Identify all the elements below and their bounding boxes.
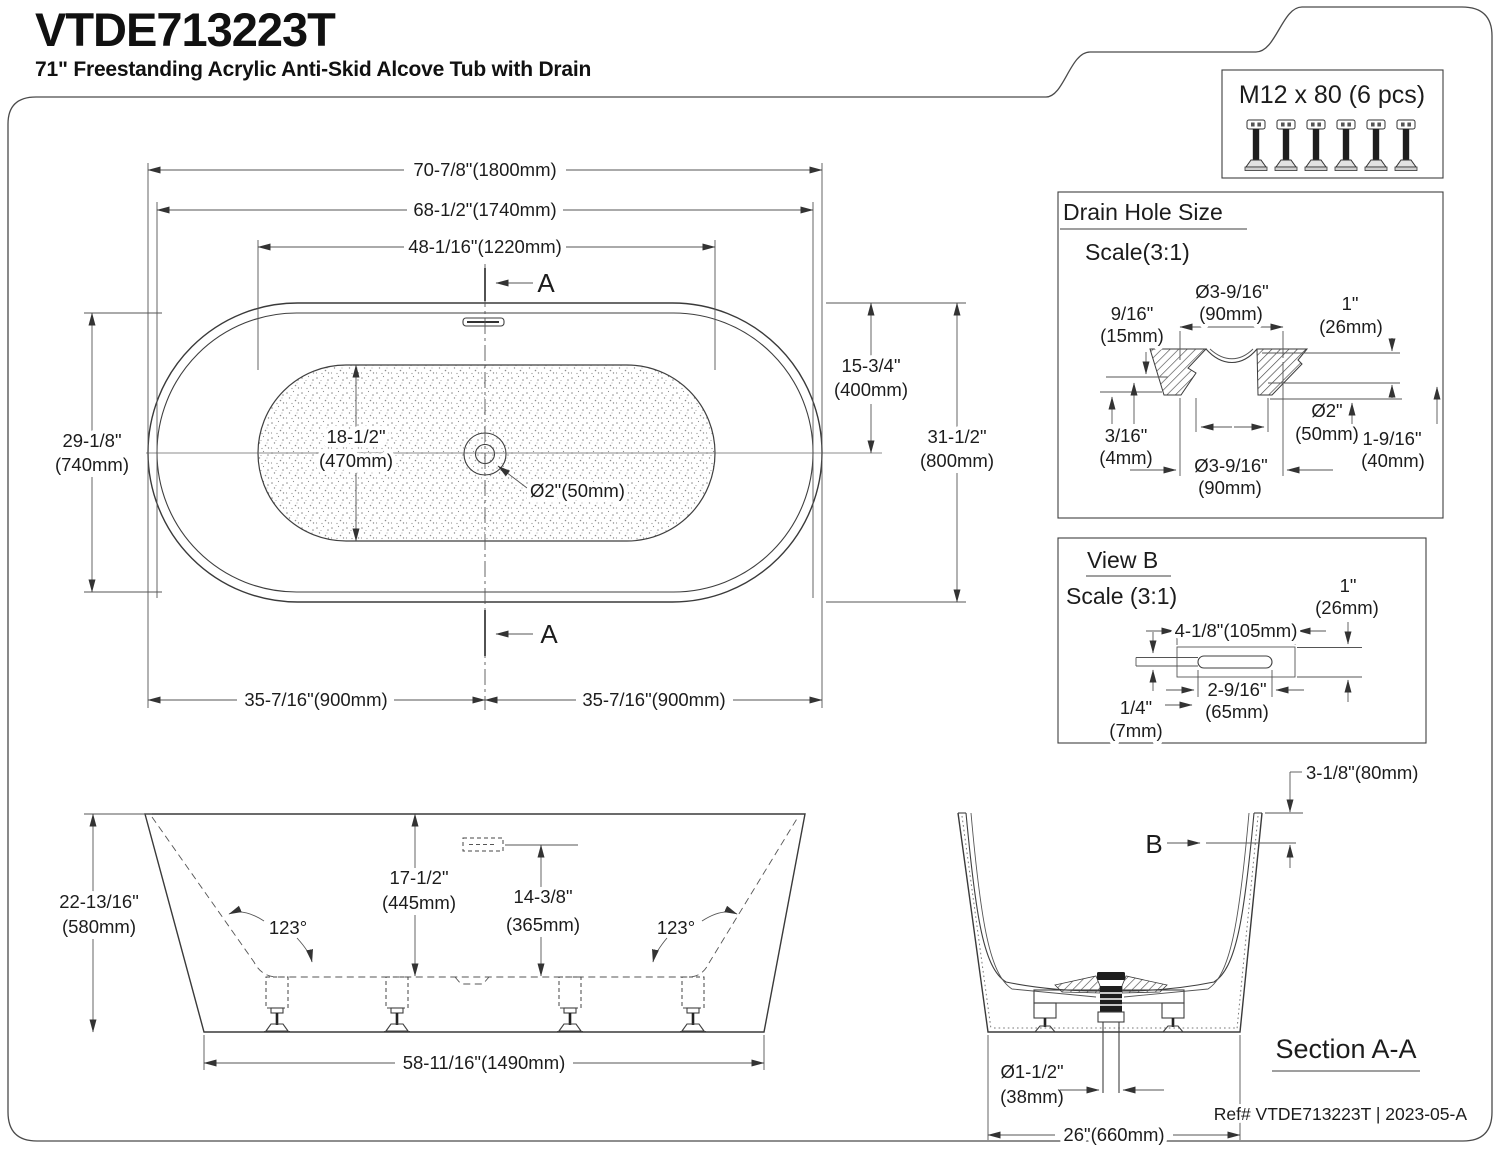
drain-funnel-right	[1121, 975, 1168, 994]
overflow-slot	[462, 317, 505, 327]
drain-nut	[1097, 1011, 1125, 1023]
dim-below-mm: (40mm)	[1361, 450, 1425, 471]
hardware-label: M12 x 80 (6 pcs)	[1239, 81, 1425, 109]
section-view: B 3-1/8"(80mm) Ø1-1/2" (38mm) 26"(660mm)…	[957, 758, 1470, 1149]
dim-rim-width-in: 29-1/8"	[62, 430, 121, 451]
dim-rim-to-floor-mm: (445mm)	[382, 892, 456, 913]
dim-height-in: 22-13/16"	[59, 891, 139, 912]
drain-detail-title: Drain Hole Size	[1063, 199, 1223, 225]
page-subtitle: 71" Freestanding Acrylic Anti-Skid Alcov…	[35, 57, 592, 81]
dim-thick-in: 1/4"	[1120, 697, 1152, 718]
dim-pipe-mm: (38mm)	[1000, 1086, 1064, 1107]
dim-thick-mm: (7mm)	[1109, 720, 1162, 741]
dim-drain-dia: Ø2"(50mm)	[530, 480, 625, 501]
sheet-border	[7, 6, 1493, 1142]
drain-cap	[1097, 972, 1125, 980]
view-b-box: View B Scale (3:1) 4-1/8"(105mm) 1" (26m…	[1057, 537, 1427, 745]
dim-view-b-length: 4-1/8"(105mm)	[1175, 620, 1298, 641]
section-title: Section A-A	[1275, 1034, 1416, 1064]
view-b-title: View B	[1087, 547, 1158, 573]
foot-3	[557, 976, 583, 1033]
dim-pipe-in: Ø1-1/2"	[1000, 1061, 1063, 1082]
dim-basin-width-mm: (470mm)	[319, 450, 393, 471]
front-view: 22-13/16" (580mm) 123° 123° 17-1/2" (445…	[55, 813, 806, 1077]
drain-detail-box: Drain Hole Size Scale(3:1) Ø3-9/16" (90m…	[1057, 191, 1444, 519]
dim-half-left: 35-7/16"(900mm)	[244, 689, 387, 710]
tub-front-outline	[144, 813, 806, 1033]
dim-overall-length: 70-7/8"(1800mm)	[413, 159, 556, 180]
dim-thickness-in: 3/16"	[1105, 425, 1148, 446]
dim-view-b-height-in: 1"	[1340, 575, 1357, 596]
hardware-box: M12 x 80 (6 pcs)	[1221, 69, 1444, 179]
dim-top-dia-mm: (90mm)	[1199, 303, 1263, 324]
view-b-letter: B	[1145, 829, 1162, 859]
dim-basin-width-in: 18-1/2"	[326, 426, 385, 447]
overflow-hidden	[462, 837, 504, 852]
dim-lip-mm: (15mm)	[1100, 325, 1164, 346]
dim-center-offset-mm: (400mm)	[834, 379, 908, 400]
bolt-icons	[1244, 119, 1418, 171]
foot-2	[384, 976, 410, 1033]
dim-center-offset-in: 15-3/4"	[841, 355, 900, 376]
dim-depth-mm: (26mm)	[1319, 316, 1383, 337]
section-a-letter-top: A	[537, 268, 555, 298]
dim-rim-length: 68-1/2"(1740mm)	[413, 199, 556, 220]
dim-thickness-mm: (4mm)	[1099, 447, 1152, 468]
overflow-slot-detail	[1197, 655, 1273, 669]
dim-overflow-h-in: 14-3/8"	[513, 886, 572, 907]
flange-right	[1256, 348, 1309, 396]
dim-slot-in: 2-9/16"	[1207, 679, 1266, 700]
drain-detail-scale: Scale(3:1)	[1085, 239, 1190, 265]
dim-top-dia-in: Ø3-9/16"	[1195, 281, 1268, 302]
dim-slot-mm: (65mm)	[1205, 701, 1269, 722]
flange-left	[1149, 348, 1208, 396]
dim-basin-length: 48-1/16"(1220mm)	[408, 236, 562, 257]
dim-bottom-dia-in: Ø3-9/16"	[1194, 455, 1267, 476]
drain-funnel-left	[1054, 975, 1101, 994]
angle-right: 123°	[657, 917, 695, 938]
angle-left: 123°	[269, 917, 307, 938]
page-title: VTDE713223T	[35, 3, 336, 56]
tub-front-inner-hidden	[151, 816, 799, 978]
foot-4	[680, 976, 706, 1033]
dim-overall-width-in: 31-1/2"	[927, 426, 986, 447]
dim-rim-to-floor-in: 17-1/2"	[389, 867, 448, 888]
section-outline	[957, 812, 1263, 1033]
dim-feet-span: 58-11/16"(1490mm)	[403, 1052, 566, 1073]
view-b-scale: Scale (3:1)	[1066, 583, 1177, 609]
dim-lip-in: 9/16"	[1111, 303, 1154, 324]
dim-rim-width-mm: (740mm)	[55, 454, 129, 475]
rim-bar	[1176, 646, 1296, 678]
dim-height-mm: (580mm)	[62, 916, 136, 937]
plan-view: 70-7/8"(1800mm) 68-1/2"(1740mm) 48-1/16"…	[51, 155, 998, 714]
title-block: VTDE713223T 71" Freestanding Acrylic Ant…	[35, 4, 591, 82]
dim-rim-thickness: 3-1/8"(80mm)	[1306, 762, 1418, 783]
dim-half-right: 35-7/16"(900mm)	[582, 689, 725, 710]
dim-base-width: 26"(660mm)	[1063, 1124, 1164, 1145]
dim-overall-width-mm: (800mm)	[920, 450, 994, 471]
dim-hole-dia-in: Ø2"	[1311, 400, 1342, 421]
ref-number: Ref# VTDE713223T | 2023-05-A	[1214, 1104, 1468, 1124]
foot-1	[264, 976, 290, 1033]
section-a-letter-bottom: A	[540, 619, 558, 649]
dim-hole-dia-mm: (50mm)	[1295, 423, 1359, 444]
dim-bottom-dia-mm: (90mm)	[1198, 477, 1262, 498]
dim-overflow-h-mm: (365mm)	[506, 914, 580, 935]
dim-below-in: 1-9/16"	[1362, 428, 1421, 449]
dim-view-b-height-mm: (26mm)	[1315, 597, 1379, 618]
dim-depth-in: 1"	[1342, 293, 1359, 314]
